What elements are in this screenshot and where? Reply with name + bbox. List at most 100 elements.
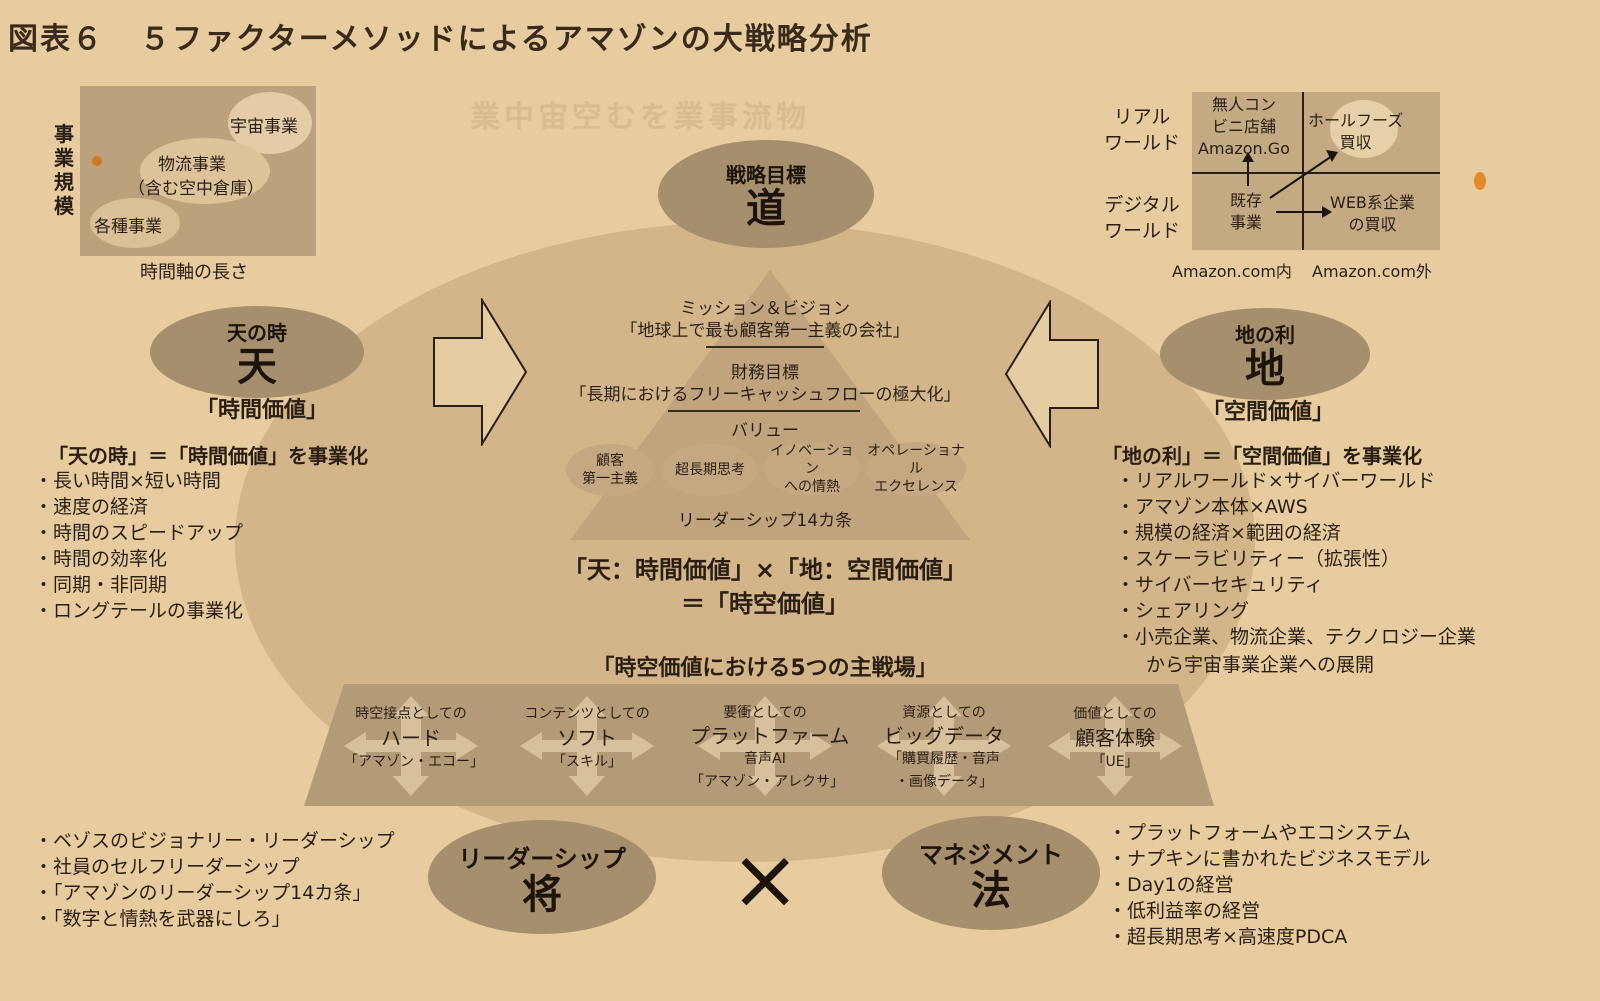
list-item: 低利益率の経営 (1108, 898, 1430, 924)
figure-number: 図表６ (8, 22, 104, 57)
battlefield-sub: 「アマゾン・エコー」 (344, 754, 484, 770)
battlefield-sub: ・画像データ」 (895, 774, 993, 790)
orange-mark (1474, 172, 1486, 190)
finance-label: 財務目標 (731, 363, 799, 383)
battlefield-sub: 「UE」 (1091, 754, 1139, 770)
pyramid-divider-1 (706, 346, 824, 348)
battlefield-top: コンテンツとしての (524, 706, 650, 722)
value-text: エクセレンス (874, 479, 958, 495)
pyramid-divider-2 (668, 410, 860, 412)
list-item: 時間の効率化 (34, 546, 243, 572)
value-innovation: イノベーションへの情熱 (764, 442, 860, 496)
finance-text: 「長期におけるフリーキャッシュフローの極大化」 (569, 385, 961, 405)
earth-list: リアルワールド×サイバーワールド アマゾン本体×AWS 規模の経済×範囲の経済 … (1116, 468, 1476, 650)
heaven-kanji: 天 (237, 343, 277, 390)
list-item: Day1の経営 (1108, 872, 1430, 898)
list-item: 同期・非同期 (34, 572, 243, 598)
list-item: 「数字と情熱を武器にしろ」 (34, 906, 395, 932)
battlefield-text: 時空接点としての ハード 「アマゾン・エコー」 (344, 702, 484, 774)
management-kanji: 法 (971, 867, 1011, 914)
management-list: プラットフォームやエコシステム ナプキンに書かれたビジネスモデル Day1の経営… (1108, 820, 1430, 950)
arrow-right (433, 298, 528, 446)
cross-arrow-icon (698, 696, 832, 796)
battlefield-top: 資源としての (902, 705, 986, 721)
goal-kanji: 道 (746, 185, 786, 232)
row-digital-line2: ワールド (1104, 220, 1181, 242)
earth-heading: 「地の利」＝「空間価値」を事業化 (1102, 444, 1422, 468)
mission-label: ミッション＆ビジョン (680, 299, 850, 319)
management-label: マネジメント (919, 840, 1063, 869)
list-item: 長い時間×短い時間 (34, 468, 243, 494)
battlefield-sub: 「アマゾン・アレクサ」 (690, 774, 844, 790)
value-text: への情熱 (784, 479, 840, 495)
cell-bottom-right: WEB系企業 の買収 (1330, 192, 1415, 236)
label-logistics: 物流事業 (158, 155, 226, 175)
heaven-label: 天の時 (227, 320, 287, 345)
cross-arrow-icon (1048, 696, 1182, 796)
cell-tr-line2: 買収 (1339, 133, 1372, 152)
list-item: ロングテールの事業化 (34, 598, 243, 624)
dot-marker (92, 156, 102, 166)
battlefield-sub: 「スキル」 (552, 754, 622, 770)
ghost-text-1: 業中宙空むを業事流物 (470, 100, 810, 135)
cell-br-line2: の買収 (1348, 215, 1397, 234)
value-customer: 顧客第一主義 (566, 444, 654, 496)
battlefield-platform: 要衝としての プラットファーム 音声AI 「アマゾン・アレクサ」 (690, 696, 850, 800)
leadership-list: ベゾスのビジョナリー・リーダーシップ 社員のセルフリーダーシップ 「アマゾンのリ… (34, 828, 395, 932)
management-ellipse: マネジメント 法 (882, 816, 1100, 930)
arrow-left (1004, 300, 1099, 448)
cell-top-right: ホールフーズ 買収 (1308, 110, 1403, 154)
y-axis-label: 事業規模 (54, 122, 74, 218)
heaven-heading: 「天の時」＝「時間価値」を事業化 (48, 444, 368, 468)
earth-kanji: 地 (1245, 345, 1285, 392)
matrix-arrows (1242, 150, 1338, 218)
battlefield-main: プラットファーム (690, 724, 850, 748)
battlefield-sub: 音声AI (744, 751, 786, 767)
col-outside: Amazon.com外 (1312, 262, 1432, 281)
battlefield-sub: 「購買履歴・音声 (888, 751, 1000, 767)
value-longterm: 超長期思考 (662, 444, 758, 496)
leadership-ellipse: リーダーシップ 将 (428, 820, 656, 934)
label-space: 宇宙事業 (230, 117, 298, 137)
battlefield-main: ソフト (557, 726, 617, 750)
figure-title: 図表６ ５ファクターメソッドによるアマゾンの大戦略分析 (8, 14, 873, 58)
heaven-ellipse: 天の時 天 (150, 306, 364, 398)
battlefield-main: ビッグデータ (884, 724, 1004, 748)
value-text: 超長期思考 (675, 462, 745, 478)
heaven-value: 「時間価値」 (196, 398, 329, 423)
battlefield-cx: 価値としての 顧客体験 「UE」 (1048, 696, 1182, 796)
list-item: 社員のセルフリーダーシップ (34, 854, 395, 880)
battlefields-title: 「時空価値における5つの主戦場」 (592, 656, 938, 681)
earth-ellipse: 地の利 地 (1160, 308, 1370, 400)
earth-list-cont: から宇宙事業企業への展開 (1146, 654, 1375, 676)
value-operational: オペレーショナルエクセレンス (866, 442, 966, 496)
x-axis-label: 時間軸の長さ (140, 262, 248, 283)
earth-label: 地の利 (1235, 322, 1295, 347)
cell-bl-line2: 事業 (1230, 213, 1263, 232)
heaven-list: 長い時間×短い時間 速度の経済 時間のスピードアップ 時間の効率化 同期・非同期… (34, 468, 243, 624)
earth-value: 「空間価値」 (1202, 400, 1335, 425)
cell-bottom-left: 既存 事業 (1230, 190, 1262, 234)
battlefield-text: 価値としての 顧客体験 「UE」 (1048, 702, 1182, 774)
value-text: 顧客 (596, 453, 624, 469)
battlefield-text: 資源としての ビッグデータ 「購買履歴・音声 ・画像データ」 (874, 702, 1014, 794)
cell-tl-line3: Amazon.Go (1198, 139, 1290, 158)
mission-text: 「地球上で最も顧客第一主義の会社」 (620, 321, 910, 341)
figure-title-text: ５ファクターメソッドによるアマゾンの大戦略分析 (140, 22, 873, 57)
row-digital: デジタル ワールド (1104, 192, 1180, 244)
cell-br-line1: WEB系企業 (1330, 193, 1415, 212)
list-item: ベゾスのビジョナリー・リーダーシップ (34, 828, 395, 854)
list-item: 超長期思考×高速度PDCA (1108, 924, 1430, 950)
battlefield-bigdata: 資源としての ビッグデータ 「購買履歴・音声 ・画像データ」 (874, 696, 1014, 800)
cross-icon: × (730, 830, 801, 928)
equation-line1: 「天：時間価値」×「地：空間価値」 (562, 556, 968, 584)
cell-tr-line1: ホールフーズ (1308, 111, 1404, 130)
matrix-vline (1302, 92, 1304, 250)
battlefield-top: 要衝としての (723, 705, 807, 721)
battlefield-text: 要衝としての プラットファーム 音声AI 「アマゾン・アレクサ」 (690, 702, 850, 794)
list-item: スケーラビリティー（拡張性） (1116, 546, 1476, 572)
row-digital-line1: デジタル (1104, 194, 1180, 216)
cell-tl-line2: ビニ店舗 (1211, 117, 1276, 136)
cell-bl-line1: 既存 (1230, 191, 1263, 210)
cross-arrow-icon (520, 696, 654, 796)
